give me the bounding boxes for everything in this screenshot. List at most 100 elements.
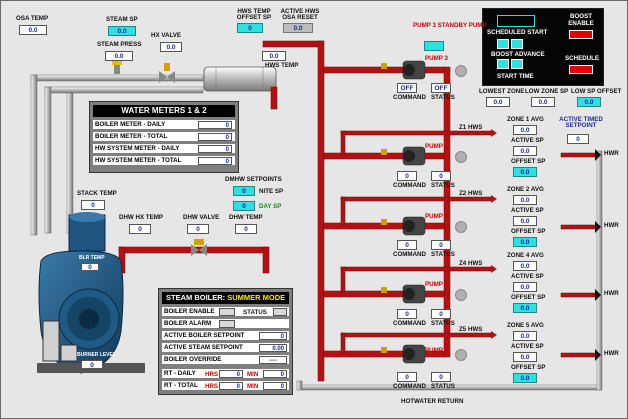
- pump5-command-label: COMMAND: [393, 383, 426, 390]
- steam-boiler-table: STEAM BOILER: SUMMER MODE BOILER ENABLE …: [158, 288, 293, 395]
- zone5-active-sp-label: ACTIVE SP: [511, 343, 544, 350]
- rt-total-label: RT - TOTAL: [164, 382, 198, 389]
- zone1-offset-label: OFFSET SP: [511, 158, 546, 165]
- pump3-command-value[interactable]: OFF: [397, 83, 417, 93]
- rt-total-hrs-label: HRS: [205, 383, 219, 390]
- blr-temp-value: 0: [81, 263, 99, 271]
- zone2-avg-label: ZONE 2 AVG: [507, 186, 544, 193]
- active-hws-osa-reset-value: 0.0: [283, 23, 313, 33]
- rt-total-min-value: 0: [263, 382, 287, 390]
- zone5-active-sp-value: 0.0: [513, 352, 537, 362]
- zone1-active-sp-value: 0.0: [513, 146, 537, 156]
- start-time-minute-button[interactable]: [511, 59, 523, 69]
- hwr-label: HWR: [604, 350, 619, 357]
- pump3-command-label: COMMAND: [393, 94, 426, 101]
- boiler-alarm-label: BOILER ALARM: [164, 320, 212, 327]
- dhw-hx-temp-value: 0: [129, 224, 151, 234]
- steam-boiler-mode: SUMMER MODE: [227, 293, 286, 302]
- dhw-valve-label: DHW VALVE: [183, 214, 220, 221]
- active-timed-setpoint-label: ACTIVE TIMED SETPOINT: [559, 116, 603, 130]
- boost-enable-button[interactable]: [569, 30, 593, 39]
- active-boiler-setpoint-row: ACTIVE BOILER SETPOINT: [162, 331, 289, 341]
- zone5-avg-value: 0.0: [513, 331, 537, 341]
- zone4-active-sp-label: ACTIVE SP: [511, 273, 544, 280]
- zone5-offset-value[interactable]: 0.0: [513, 373, 537, 383]
- scheduled-start-display: [497, 15, 535, 27]
- pump1-command-value[interactable]: 0: [397, 171, 417, 181]
- rt-daily-hrs-label: HRS: [205, 371, 219, 378]
- zone4-offset-label: OFFSET SP: [511, 294, 546, 301]
- boiler-enable-toggle[interactable]: [219, 308, 235, 316]
- nite-sp-label: NITE SP: [259, 188, 284, 195]
- low-zone-sp-value: 0.0: [531, 97, 555, 107]
- pump4-status-value: 0: [431, 309, 451, 319]
- boost-advance-hour-button[interactable]: [497, 39, 509, 49]
- active-steam-setpoint-label: ACTIVE STEAM SETPOINT: [164, 344, 243, 351]
- zone1-offset-value[interactable]: 0.0: [513, 167, 537, 177]
- pump2-status-indicator: [455, 221, 467, 233]
- pump1-status-value: 0: [431, 171, 451, 181]
- blr-temp-label: BLR TEMP: [79, 255, 105, 261]
- hws-temp-label: HWS TEMP: [265, 62, 299, 69]
- boiler-override-row: BOILER OVERRIDE: [162, 355, 289, 365]
- active-timed-setpoint-value: 0: [567, 134, 589, 144]
- pump1-status-indicator: [455, 151, 467, 163]
- pump2-label: PUMP 2: [425, 213, 448, 220]
- dmhw-setpoints-label: DMHW SETPOINTS: [225, 176, 282, 183]
- z1-hws-label: Z1 HWS: [459, 124, 483, 131]
- boiler-enable-label: BOILER ENABLE: [164, 308, 215, 315]
- pump4-command-value[interactable]: 0: [397, 309, 417, 319]
- boost-enable-label: BOOST ENABLE: [568, 13, 594, 27]
- boost-advance-label: BOOST ADVANCE: [491, 51, 545, 58]
- hws-temp-value: 0.0: [262, 51, 286, 61]
- zone4-active-sp-value: 0.0: [513, 282, 537, 292]
- pump3-standby-label: PUMP 3 STANDBY PUMP: [413, 22, 487, 29]
- day-sp-value[interactable]: 0: [233, 201, 255, 211]
- low-sp-offset-value[interactable]: 0.0: [577, 97, 601, 107]
- boost-advance-minute-button[interactable]: [511, 39, 523, 49]
- steam-sp-value[interactable]: 0.0: [108, 26, 136, 36]
- stack-temp-label: STACK TEMP: [77, 190, 117, 197]
- zone2-offset-value[interactable]: 0.0: [513, 237, 537, 247]
- rt-daily-min-value: 0: [263, 370, 287, 378]
- zone5-avg-label: ZONE 5 AVG: [507, 322, 544, 329]
- pump3-standby-value[interactable]: [424, 41, 444, 51]
- osa-temp-value: 0.0: [19, 25, 47, 35]
- hwr-label: HWR: [604, 290, 619, 297]
- hotwater-return-label: HOTWATER RETURN: [401, 398, 464, 405]
- active-steam-setpoint-row: ACTIVE STEAM SETPOINT: [162, 343, 289, 353]
- hws-temp-offset-sp-value[interactable]: 0: [237, 23, 263, 33]
- hx-valve-value: 0.0: [160, 42, 182, 52]
- boiler-override-value[interactable]: ----: [259, 356, 287, 364]
- water-meter-row: BOILER METER - TOTAL: [93, 132, 235, 142]
- pump1-label: PUMP 1: [425, 143, 448, 150]
- water-meter-row: BOILER METER - DAILY: [93, 120, 235, 130]
- schedule-button[interactable]: [569, 65, 593, 74]
- pump2-command-value[interactable]: 0: [397, 240, 417, 250]
- pump4-command-label: COMMAND: [393, 320, 426, 327]
- start-time-hour-button[interactable]: [497, 59, 509, 69]
- low-zone-sp-label: LOW ZONE SP: [525, 88, 569, 95]
- zone4-offset-value[interactable]: 0.0: [513, 303, 537, 313]
- pump2-command-label: COMMAND: [393, 251, 426, 258]
- nite-sp-value[interactable]: 0: [233, 186, 255, 196]
- zone4-avg-value: 0.0: [513, 261, 537, 271]
- burner-level-value: 0: [81, 360, 103, 369]
- pump4-status-label: STATUS: [431, 320, 455, 327]
- active-steam-setpoint-value: 0.00: [259, 344, 287, 352]
- pump5-status-indicator: [455, 349, 467, 361]
- boiler-status-label: STATUS: [243, 309, 267, 316]
- active-hws-osa-reset-label: ACTIVE HWS OSA RESET: [280, 8, 320, 22]
- water-meter-value: 0: [198, 121, 232, 129]
- pump1-status-label: STATUS: [431, 182, 455, 189]
- active-boiler-setpoint-label: ACTIVE BOILER SETPOINT: [164, 332, 245, 339]
- pump4-status-indicator: [455, 289, 467, 301]
- pump5-label: PUMP 5: [425, 347, 448, 354]
- hx-valve-label: HX VALVE: [151, 32, 182, 39]
- pump3-label: PUMP 3: [425, 55, 448, 62]
- zone2-offset-label: OFFSET SP: [511, 228, 546, 235]
- hwr-label: HWR: [604, 222, 619, 229]
- pump5-command-value[interactable]: 0: [397, 372, 417, 382]
- boiler-override-label: BOILER OVERRIDE: [164, 356, 222, 363]
